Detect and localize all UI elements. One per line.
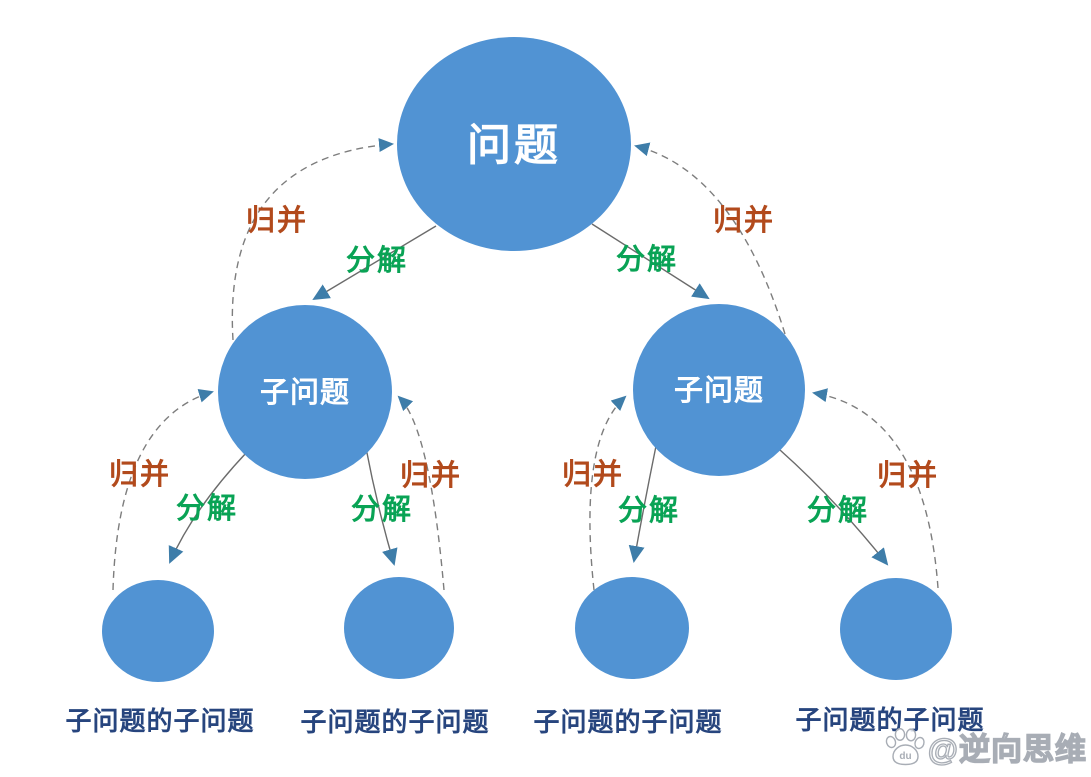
merge-edge-leaf3-right bbox=[589, 395, 627, 591]
merge-label-top-right: 归并 bbox=[713, 204, 775, 237]
merge-edge-leaf2-left bbox=[397, 395, 445, 591]
decompose-label-left-outer: 分解 bbox=[176, 492, 238, 525]
decompose-label-top-right: 分解 bbox=[616, 243, 678, 276]
leaf-caption-1: 子问题的子问题 bbox=[65, 706, 254, 736]
leaf-caption-3: 子问题的子问题 bbox=[533, 707, 722, 737]
leaf-caption-4: 子问题的子问题 bbox=[795, 705, 984, 735]
decompose-edge-root-right bbox=[591, 223, 710, 300]
decompose-edge-right-2 bbox=[779, 449, 889, 566]
merge-edge-left-root bbox=[231, 138, 394, 341]
subproblem-right-label: 子问题 bbox=[674, 374, 764, 407]
merge-label-top-left: 归并 bbox=[246, 204, 308, 237]
merge-edge-leaf1-left bbox=[112, 389, 214, 591]
decompose-label-left-inner: 分解 bbox=[351, 493, 413, 526]
decompose-label-top-left: 分解 bbox=[346, 244, 408, 277]
subproblem-right-node bbox=[633, 304, 805, 476]
leaf-node-3 bbox=[575, 577, 689, 679]
decompose-edge-right-1 bbox=[628, 445, 657, 563]
merge-label-right-inner: 归并 bbox=[562, 458, 624, 491]
subproblem-left-node bbox=[218, 305, 392, 479]
merge-label-right-outer: 归并 bbox=[877, 459, 939, 492]
merge-edge-leaf4-right bbox=[812, 388, 939, 589]
leaf-node-1 bbox=[102, 580, 214, 682]
decompose-edge-root-left bbox=[312, 225, 437, 301]
problem-node-label: 问题 bbox=[467, 121, 561, 170]
merge-edge-right-root bbox=[634, 142, 786, 335]
decompose-edge-left-2 bbox=[365, 447, 398, 566]
leaf-caption-2: 子问题的子问题 bbox=[300, 707, 489, 737]
leaf-node-2 bbox=[344, 577, 454, 679]
decompose-label-right-outer: 分解 bbox=[807, 494, 869, 527]
merge-label-left-inner: 归并 bbox=[400, 459, 462, 492]
subproblem-left-label: 子问题 bbox=[260, 376, 350, 409]
decompose-label-right-inner: 分解 bbox=[618, 494, 680, 527]
leaf-node-4 bbox=[840, 578, 952, 680]
problem-node bbox=[397, 37, 631, 251]
decompose-edge-left-1 bbox=[168, 451, 248, 564]
merge-label-left-outer: 归并 bbox=[109, 458, 171, 491]
